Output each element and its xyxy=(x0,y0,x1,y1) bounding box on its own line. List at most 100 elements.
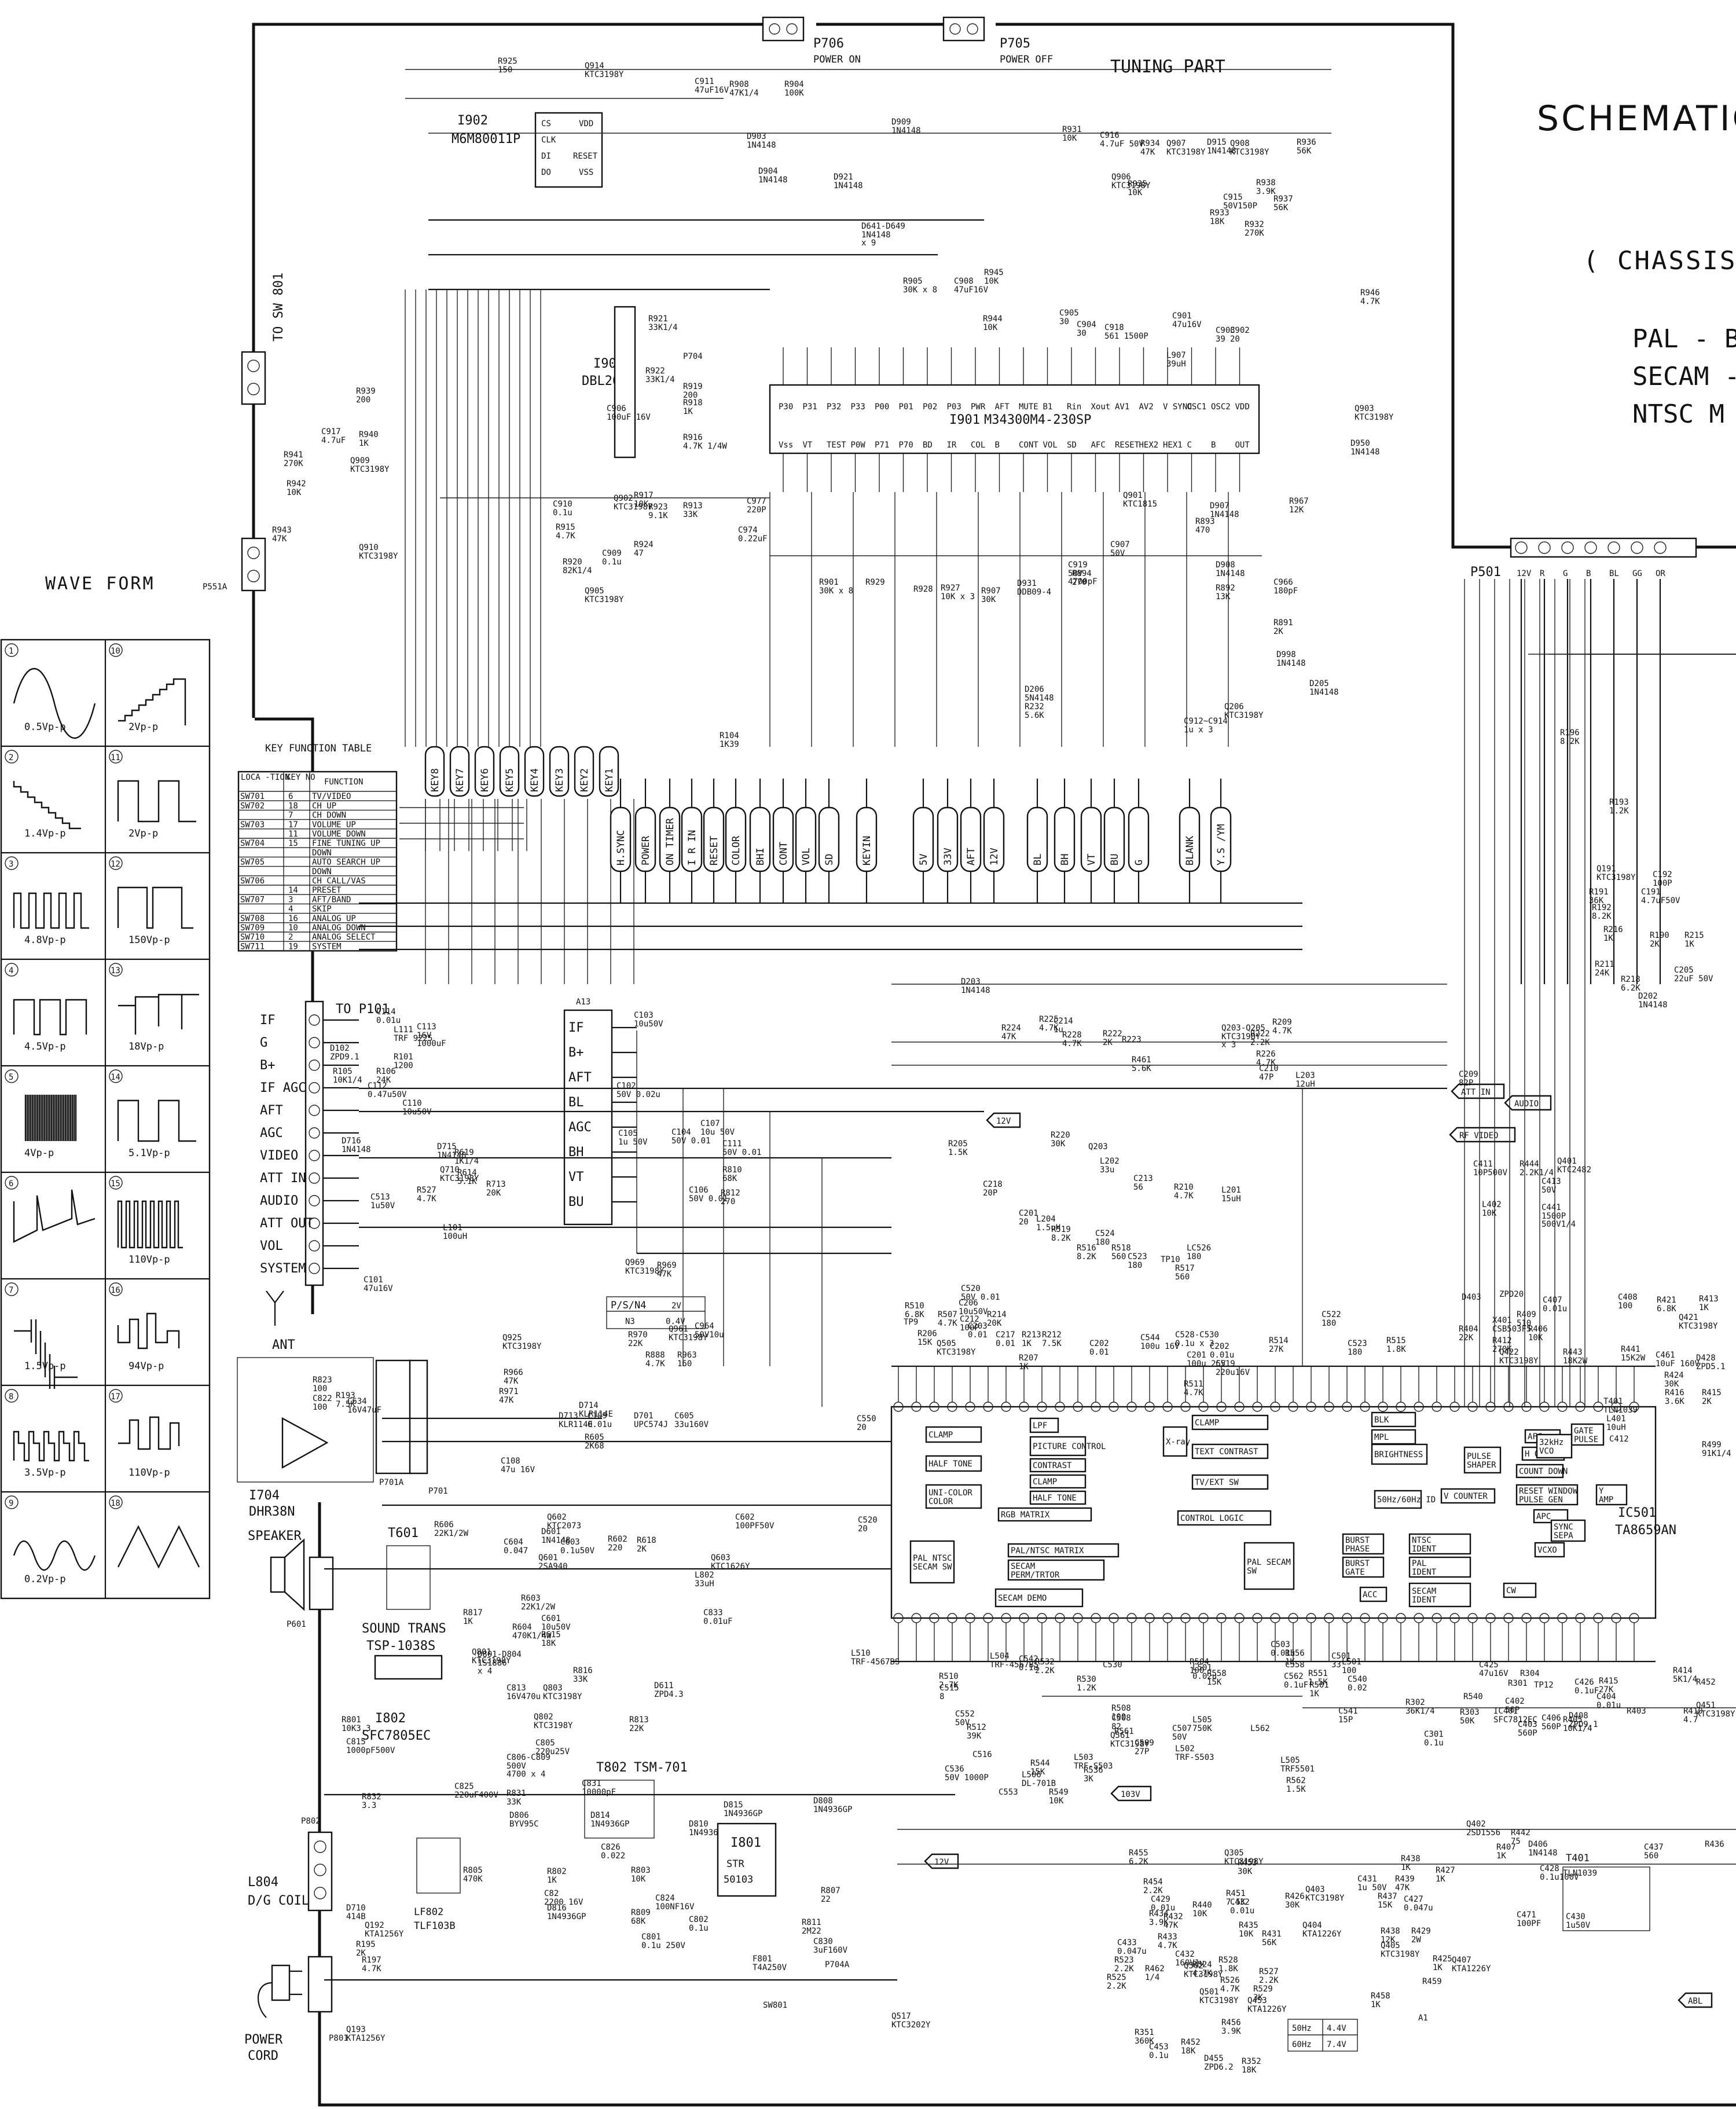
svg-text:ZPD9.1: ZPD9.1 xyxy=(330,1052,359,1062)
svg-text:R923: R923 xyxy=(648,503,668,512)
svg-text:39K: 39K xyxy=(967,1732,982,1741)
svg-text:4.7K: 4.7K xyxy=(1039,1024,1059,1033)
svg-text:A13: A13 xyxy=(576,997,590,1007)
dg-coil: L804 D/G COIL P802 xyxy=(248,1817,333,1912)
svg-text:R511: R511 xyxy=(1184,1380,1203,1389)
svg-text:Q909: Q909 xyxy=(350,456,370,465)
svg-text:R970: R970 xyxy=(628,1330,648,1340)
signal-label: VOL xyxy=(795,806,817,872)
svg-text:FUNCTION: FUNCTION xyxy=(324,777,363,787)
svg-text:560: 560 xyxy=(1644,1851,1658,1861)
svg-text:UPC574J: UPC574J xyxy=(634,1420,668,1429)
svg-text:30K: 30K xyxy=(1285,1901,1300,1910)
svg-text:L503: L503 xyxy=(1074,1753,1093,1762)
svg-text:R802: R802 xyxy=(547,1867,567,1876)
svg-text:27K: 27K xyxy=(1269,1345,1284,1354)
svg-text:R933: R933 xyxy=(1210,208,1229,218)
svg-text:T4A250V: T4A250V xyxy=(753,1963,787,1972)
svg-text:D205: D205 xyxy=(1309,679,1329,688)
svg-text:KEY5: KEY5 xyxy=(504,768,516,792)
svg-text:100u 25V: 100u 25V xyxy=(1187,1359,1226,1369)
svg-text:17: 17 xyxy=(111,1392,120,1402)
svg-text:IR: IR xyxy=(947,441,957,450)
svg-text:R224: R224 xyxy=(1001,1024,1021,1033)
svg-text:D714: D714 xyxy=(579,1401,599,1410)
svg-text:0.047: 0.047 xyxy=(504,1546,528,1556)
svg-text:APC: APC xyxy=(1536,1512,1551,1521)
svg-text:C431: C431 xyxy=(1357,1875,1377,1884)
svg-text:OR: OR xyxy=(1656,569,1665,578)
svg-text:C634: C634 xyxy=(347,1397,367,1406)
wave-cell-4: 44.5Vp-p xyxy=(5,963,87,1052)
svg-text:TLN1039: TLN1039 xyxy=(1563,1869,1597,1878)
svg-text:P0W: P0W xyxy=(851,441,866,450)
svg-text:160V1u: 160V1u xyxy=(1175,1958,1205,1968)
svg-text:4.5Vp-p: 4.5Vp-p xyxy=(24,1041,66,1052)
svg-text:6: 6 xyxy=(288,792,293,801)
svg-text:10K: 10K xyxy=(287,488,302,497)
svg-text:C833: C833 xyxy=(703,1608,723,1617)
svg-text:C806-C809: C806-C809 xyxy=(507,1753,550,1762)
svg-text:R416: R416 xyxy=(1665,1388,1684,1398)
svg-text:2.2K: 2.2K xyxy=(1114,1964,1134,1974)
svg-text:561 1500P: 561 1500P xyxy=(1104,332,1148,341)
svg-text:C112: C112 xyxy=(368,1081,387,1091)
svg-text:4.7: 4.7 xyxy=(1683,1715,1698,1725)
svg-text:47K: 47K xyxy=(657,1270,672,1279)
key-label-key1: KEY1 xyxy=(599,746,619,797)
antenna: ANT xyxy=(266,1290,295,1352)
svg-text:TRF 9225: TRF 9225 xyxy=(394,1034,432,1043)
svg-text:CW: CW xyxy=(1506,1586,1516,1595)
svg-text:39uH: 39uH xyxy=(1166,360,1186,369)
p101-pin-label: ATT OUT xyxy=(260,1216,314,1231)
svg-text:1N4148: 1N4148 xyxy=(961,986,990,995)
svg-text:SECAM: SECAM xyxy=(1011,1562,1035,1571)
svg-text:R434: R434 xyxy=(1149,1909,1169,1919)
svg-text:P70: P70 xyxy=(899,441,913,450)
svg-text:R222: R222 xyxy=(1250,1029,1270,1039)
svg-text:CLAMP: CLAMP xyxy=(1195,1418,1219,1428)
signal-label: BU xyxy=(1103,806,1125,872)
svg-text:220: 220 xyxy=(608,1543,622,1553)
svg-text:56P: 56P xyxy=(1505,1705,1520,1715)
signal-label: G xyxy=(1128,806,1150,872)
arrow-label: 12V xyxy=(924,1853,959,1869)
svg-text:CONTRAST: CONTRAST xyxy=(1033,1461,1072,1470)
svg-text:C106: C106 xyxy=(689,1186,709,1195)
svg-text:47K: 47K xyxy=(272,534,287,544)
svg-text:D915: D915 xyxy=(1207,138,1227,147)
signal-label: 5V xyxy=(912,806,934,872)
svg-text:IC501: IC501 xyxy=(1618,1506,1656,1520)
svg-text:0.01u: 0.01u xyxy=(1543,1304,1567,1314)
svg-text:L202: L202 xyxy=(1100,1157,1120,1166)
svg-text:C540: C540 xyxy=(1348,1675,1367,1684)
svg-text:1K: 1K xyxy=(1019,1362,1029,1371)
svg-text:P705: P705 xyxy=(1000,36,1030,51)
svg-text:1.8K: 1.8K xyxy=(1218,1964,1238,1974)
